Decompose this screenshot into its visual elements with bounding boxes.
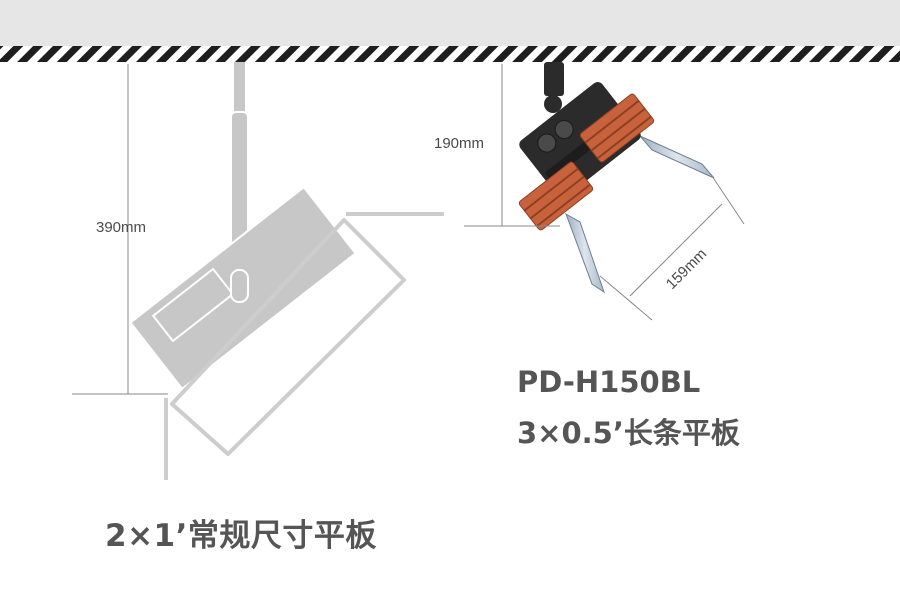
large-fixture-driver-box	[151, 267, 235, 343]
compact-glass-left	[565, 212, 605, 294]
compact-driver-port-1	[537, 133, 557, 153]
compact-width-ext-left	[599, 275, 653, 321]
compact-mount-knob	[544, 95, 562, 113]
large-fixture-pole	[234, 62, 245, 122]
compact-width-ext-right	[711, 175, 745, 225]
compact-model-name: PD-H150BL	[517, 365, 701, 399]
compact-drop-dimension: 190mm	[434, 64, 560, 227]
compact-glass-right	[639, 135, 715, 179]
large-fixture-caption: 2×1’常规尺寸平板	[105, 518, 377, 554]
compact-width-line	[629, 203, 723, 297]
large-fixture-stem-cap	[230, 269, 249, 303]
compact-driver-port-2	[554, 120, 574, 140]
compact-width-dimension: 159mm	[599, 175, 745, 321]
compact-mount-block	[544, 62, 564, 96]
compact-width-dimension-label: 159mm	[663, 245, 710, 292]
large-panel-fixture	[129, 62, 444, 480]
compact-spec-caption: 3×0.5’长条平板	[517, 416, 740, 450]
large-fixture-lens-outline	[170, 218, 406, 456]
ceiling	[0, 0, 900, 62]
ceiling-hatch	[0, 46, 900, 62]
ceiling-band	[0, 0, 900, 46]
large-drop-dimension-label: 390mm	[96, 219, 146, 236]
compact-linear-fixture	[518, 62, 715, 294]
large-drop-dimension: 390mm	[72, 64, 168, 395]
compact-drop-dimension-label: 190mm	[434, 135, 484, 152]
